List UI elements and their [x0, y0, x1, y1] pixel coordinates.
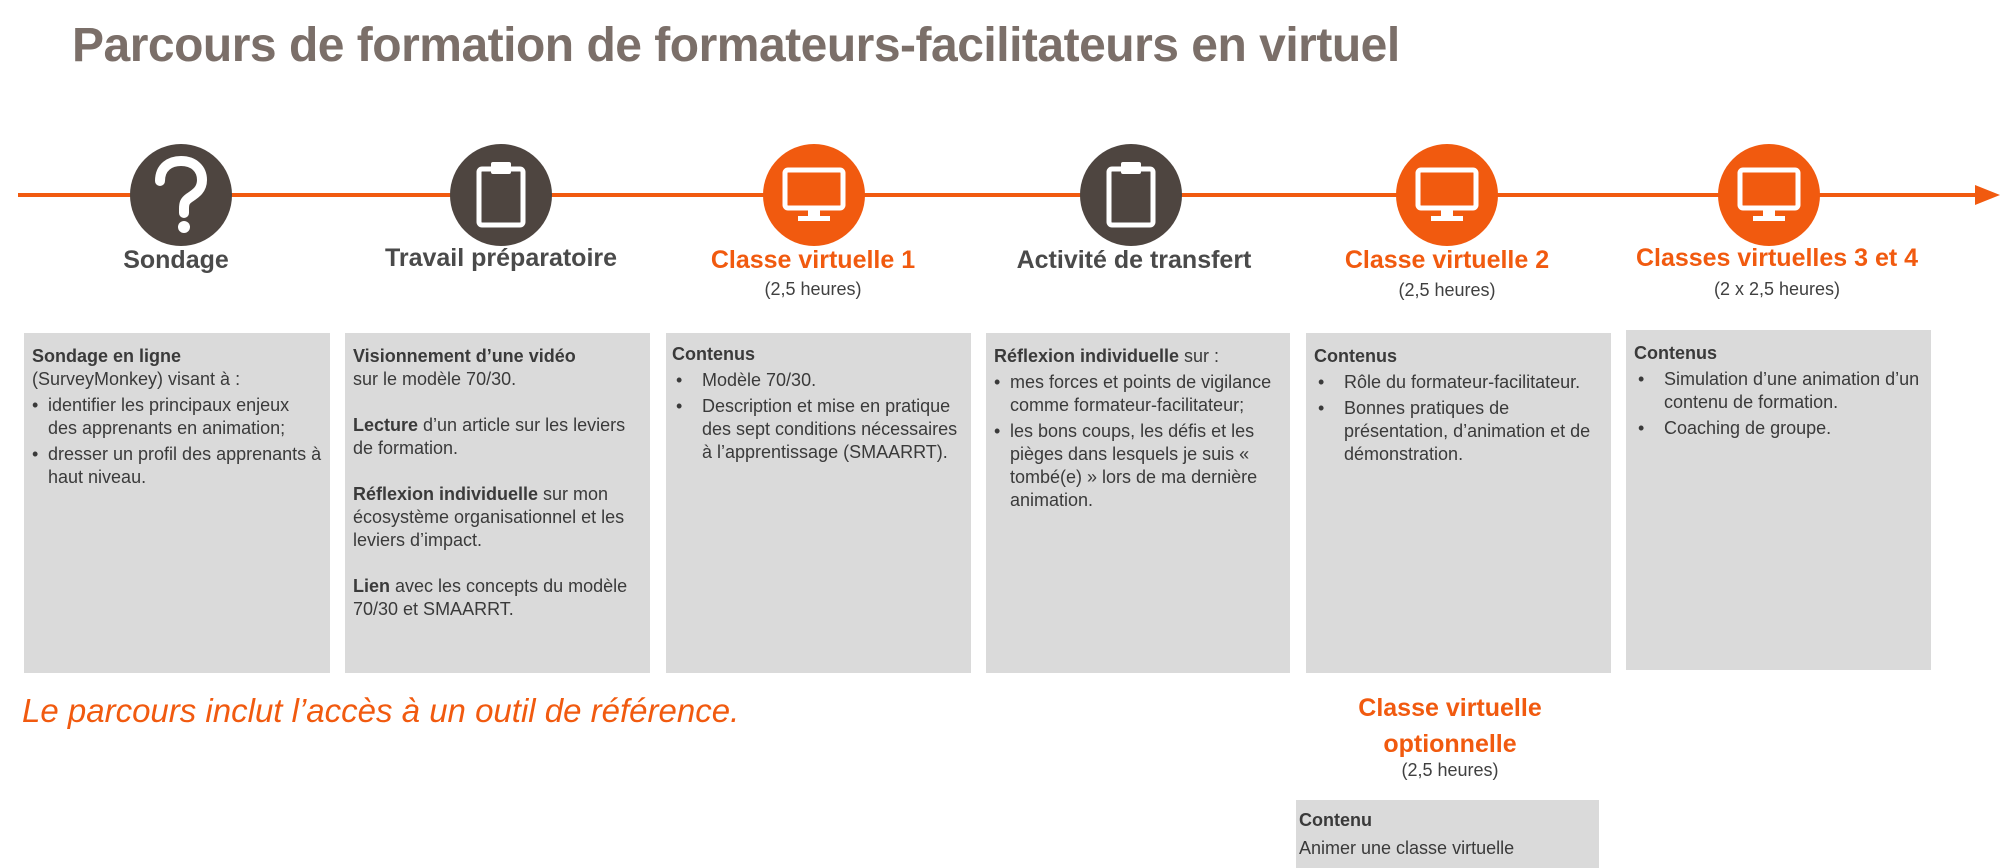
- box-bold: Réflexion individuelle: [994, 346, 1180, 366]
- list-item: Coaching de groupe.: [1634, 417, 1923, 440]
- optional-title-line-2: optionnelle: [1383, 730, 1517, 758]
- list-item: les bons coups, les défis et les pièges …: [994, 420, 1282, 512]
- box-heading: Contenus: [1634, 343, 1717, 363]
- list-item: Modèle 70/30.: [672, 369, 963, 392]
- box-heading: Contenus: [1314, 346, 1397, 366]
- box-bold: Réflexion individuelle: [353, 484, 539, 504]
- list-item: identifier les principaux enjeux des app…: [32, 394, 322, 440]
- box-bold: Lien: [353, 576, 391, 596]
- box-text: sur le modèle 70/30.: [353, 369, 517, 389]
- optional-class-title: Classe virtuelle optionnelle: [1290, 690, 1610, 762]
- optional-class-subtitle: (2,5 heures): [1401, 760, 1499, 780]
- optional-title-line-1: Classe virtuelle: [1358, 694, 1542, 722]
- list-item: Description et mise en pratique des sept…: [672, 395, 963, 464]
- box-text: sur :: [1179, 346, 1220, 366]
- step-title-sondage: Sondage: [123, 246, 229, 274]
- box-heading: Contenu: [1299, 810, 1372, 830]
- box-classe-2: Contenus Rôle du formateur-facilitateur.…: [1306, 333, 1611, 673]
- box-text: d’un article sur les leviers de formatio…: [353, 415, 626, 458]
- step-title-classe-1: Classe virtuelle 1: [710, 246, 916, 274]
- box-heading: Sondage en ligne: [32, 346, 182, 366]
- list-item: Simulation d’une animation d’un contenu …: [1634, 368, 1923, 414]
- box-text: sur mon écosystème organisationnel et le…: [353, 484, 625, 550]
- box-text: avec les concepts du modèle 70/30 et SMA…: [353, 576, 628, 619]
- box-travail: Visionnement d’une vidéo sur le modèle 7…: [345, 333, 650, 673]
- box-optional: Contenu Animer une classe virtuelle: [1296, 800, 1599, 868]
- step-subtitle-classe-1: (2,5 heures): [764, 279, 862, 299]
- box-classes-3-4: Contenus Simulation d’une animation d’un…: [1626, 330, 1931, 670]
- step-subtitle-classes-3-4: (2 x 2,5 heures): [1713, 279, 1841, 299]
- step-title-classe-2: Classe virtuelle 2: [1344, 246, 1550, 274]
- step-title-travail: Travail préparatoire: [384, 244, 618, 272]
- step-title-transfert: Activité de transfert: [1016, 246, 1252, 274]
- monitor-icon: [763, 144, 865, 246]
- reference-note: Le parcours inclut l’accès à un outil de…: [22, 692, 740, 729]
- clipboard-icon: [450, 144, 552, 246]
- step-title-classes-3-4: Classes virtuelles 3 et 4: [1635, 244, 1919, 272]
- monitor-icon: [1718, 144, 1820, 246]
- page-title: Parcours de formation de formateurs-faci…: [72, 19, 1400, 72]
- list-item: Rôle du formateur-facilitateur.: [1314, 371, 1603, 394]
- list-item: Bonnes pratiques de présentation, d’anim…: [1314, 397, 1603, 466]
- list-item: dresser un profil des apprenants à haut …: [32, 443, 322, 489]
- box-intro: (SurveyMonkey) visant à :: [32, 369, 241, 389]
- box-heading: Visionnement d’une vidéo: [353, 346, 576, 366]
- step-subtitle-classe-2: (2,5 heures): [1398, 280, 1496, 300]
- box-heading: Contenus: [672, 344, 755, 364]
- box-text: Animer une classe virtuelle: [1299, 838, 1515, 858]
- box-sondage: Sondage en ligne (SurveyMonkey) visant à…: [24, 333, 330, 673]
- clipboard-icon: [1080, 144, 1182, 246]
- box-bold: Lecture: [353, 415, 419, 435]
- question-icon: [130, 144, 232, 246]
- box-transfert: Réflexion individuelle sur : mes forces …: [986, 333, 1290, 673]
- box-classe-1: Contenus Modèle 70/30. Description et mi…: [666, 333, 971, 673]
- list-item: mes forces et points de vigilance comme …: [994, 371, 1282, 417]
- monitor-icon: [1396, 144, 1498, 246]
